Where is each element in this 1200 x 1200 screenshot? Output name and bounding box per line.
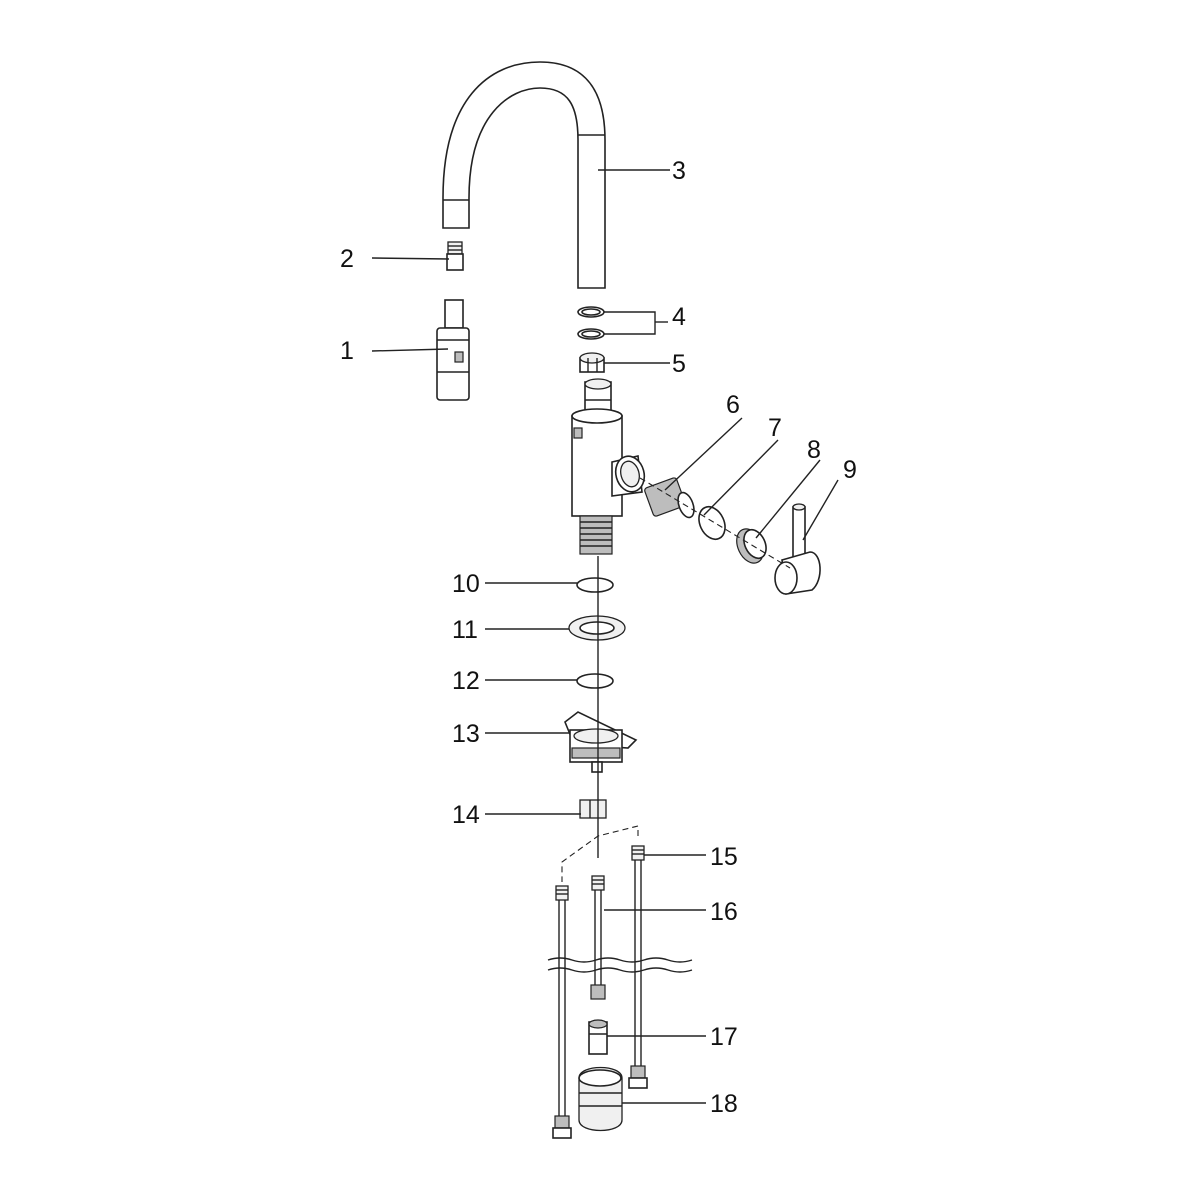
- label-part-16: 16: [710, 898, 738, 926]
- label-part-14: 14: [452, 801, 480, 829]
- label-part-5: 5: [672, 350, 686, 378]
- bonnet-nut: [736, 528, 767, 564]
- label-part-12: 12: [452, 667, 480, 695]
- part-labels: 1 2 3 4 5 6 7 8 9 10 11 12 13 14 15 16 1…: [340, 157, 857, 1118]
- cartridge-seal-ring: [698, 505, 726, 541]
- cartridge: [644, 477, 695, 519]
- mounting-o-ring-upper: [576, 577, 614, 593]
- label-part-3: 3: [672, 157, 686, 185]
- label-part-4: 4: [672, 303, 686, 331]
- spout-nut: [579, 352, 605, 373]
- supply-hose-left: [552, 885, 572, 1139]
- label-part-7: 7: [768, 414, 782, 442]
- leader-lines: [371, 169, 839, 1104]
- label-part-18: 18: [710, 1090, 738, 1118]
- retaining-clip: [579, 799, 607, 819]
- label-part-11: 11: [452, 616, 478, 644]
- label-part-1: 1: [340, 337, 354, 365]
- label-part-10: 10: [452, 570, 480, 598]
- label-part-13: 13: [452, 720, 480, 748]
- label-part-8: 8: [807, 436, 821, 464]
- label-part-15: 15: [710, 843, 738, 871]
- label-part-2: 2: [340, 245, 354, 273]
- o-rings: [577, 306, 605, 340]
- label-part-17: 17: [710, 1023, 738, 1051]
- label-part-6: 6: [726, 391, 740, 419]
- mounting-plate: [564, 711, 638, 773]
- spray-head: [436, 299, 470, 401]
- break-lines: [547, 957, 693, 973]
- faucet-body: [571, 378, 646, 555]
- supply-hose-right: [628, 845, 648, 1089]
- mounting-o-ring-lower: [576, 673, 614, 689]
- label-part-9: 9: [843, 456, 857, 484]
- pull-out-hose: [590, 875, 606, 1000]
- mounting-washer: [568, 615, 626, 641]
- connector-nipple: [446, 241, 464, 271]
- hose-weight: [578, 1066, 623, 1132]
- hose-coupling: [588, 1019, 608, 1055]
- lever-handle: [774, 503, 821, 595]
- spout: [442, 61, 606, 289]
